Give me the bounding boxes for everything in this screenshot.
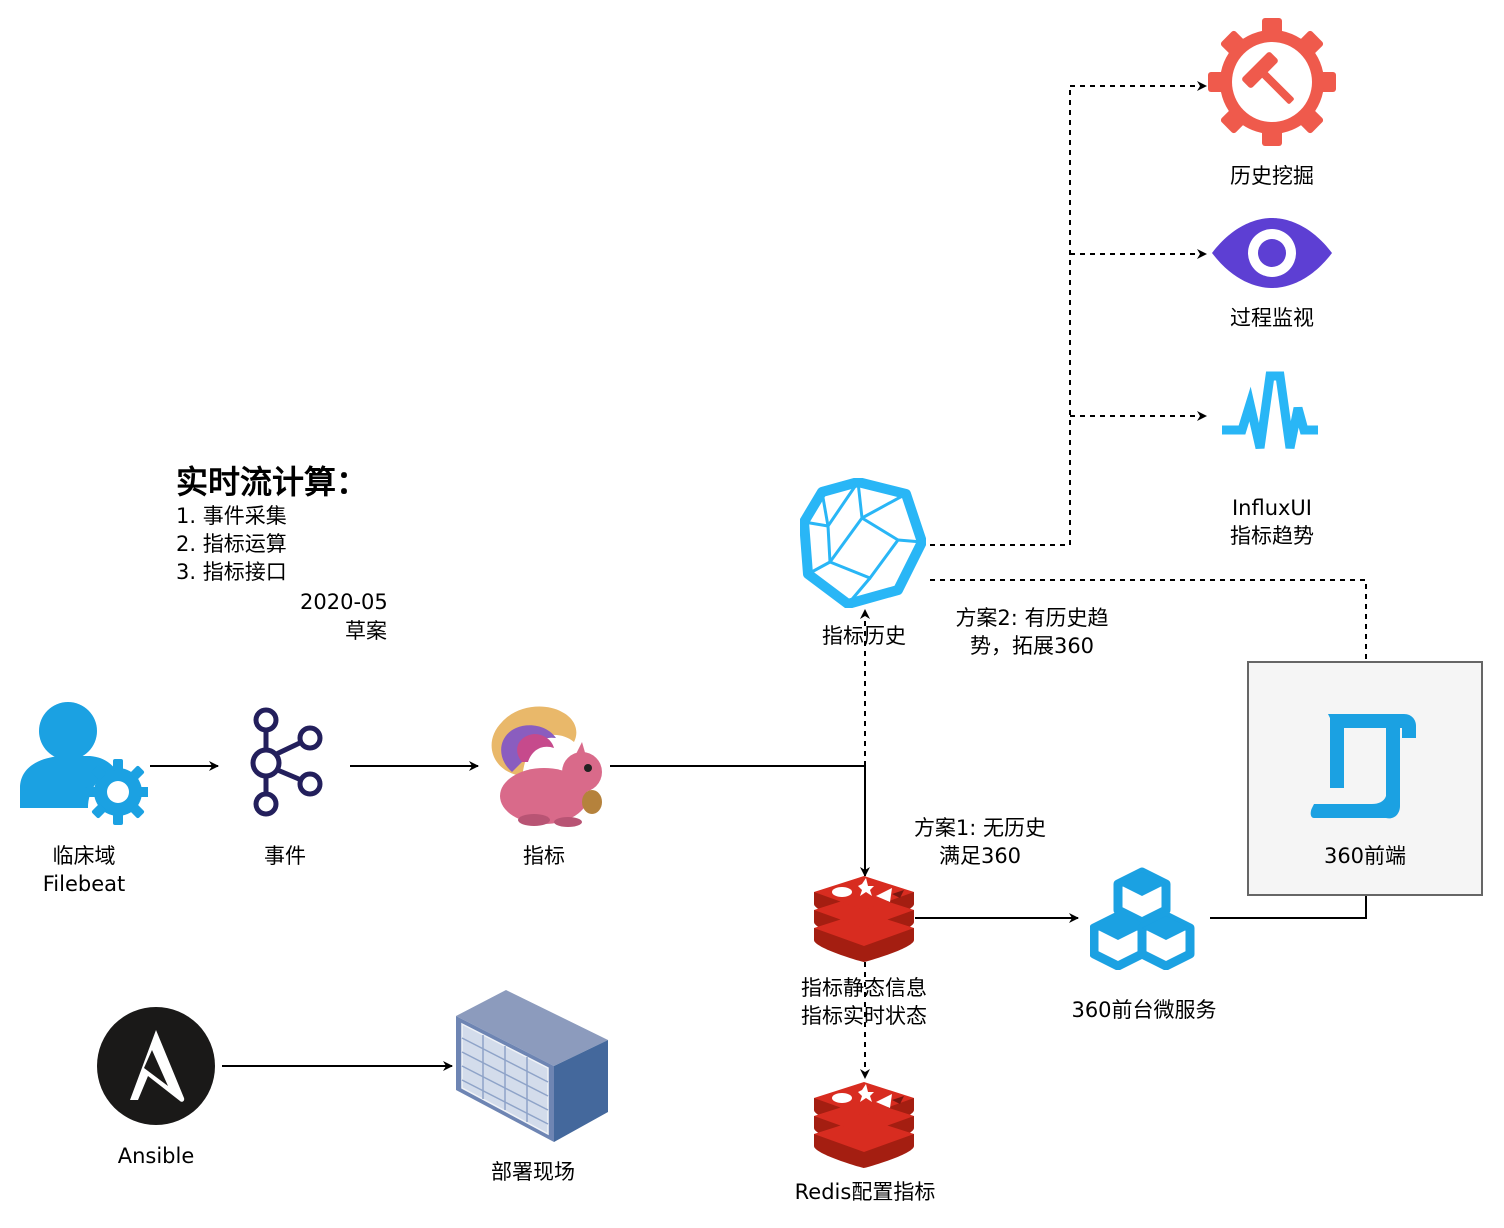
cubes-icon [1090, 867, 1195, 970]
plan2-annotation: 方案2: 有历史趋 势，拓展360 [940, 604, 1124, 660]
ansible-label: Ansible [117, 1144, 195, 1168]
plan1-annotation: 方案1: 无历史 满足360 [898, 814, 1062, 870]
server-rack-icon [456, 990, 608, 1142]
plan1-line2: 满足360 [938, 844, 1022, 868]
gear-hammer-icon [1208, 18, 1336, 146]
filebeat-label-line2: Filebeat [42, 872, 126, 896]
frontend-label: 360前端 [1323, 844, 1407, 868]
influxui-line1: InfluxUI [1231, 496, 1313, 520]
edge-flink-redis [610, 765, 870, 877]
influxdb-icon [800, 478, 926, 608]
history-label: 指标历史 [822, 624, 906, 648]
notes-date: 2020-05 [300, 590, 388, 614]
influxui-label: InfluxUI 指标趋势 [1210, 494, 1334, 550]
eye-icon [1212, 218, 1332, 288]
redis-state-line1: 指标静态信息 [801, 976, 927, 1000]
notes-title: 实时流计算： [176, 463, 369, 501]
flink-squirrel-icon [491, 706, 602, 827]
redis-state-label: 指标静态信息 指标实时状态 [784, 974, 944, 1030]
influxui-line2: 指标趋势 [1230, 524, 1314, 548]
microservice-label: 360前台微服务 [1071, 998, 1217, 1022]
frontend-icon [1310, 714, 1416, 819]
kafka-label: 事件 [264, 844, 306, 868]
redis-icon [814, 876, 914, 962]
flink-label: 指标 [523, 844, 565, 868]
plan2-line2: 势，拓展360 [969, 634, 1095, 658]
redis-config-label: Redis配置指标 [794, 1180, 936, 1204]
redis-state-line2: 指标实时状态 [801, 1004, 927, 1028]
notes-item: 3. 指标接口 [176, 560, 287, 584]
frontend-container [1247, 661, 1483, 896]
user-settings-icon [20, 702, 148, 825]
plan2-line1: 方案2: 有历史趋 [955, 606, 1109, 630]
edge-history-branch [930, 86, 1071, 546]
kafka-icon [250, 707, 323, 817]
monitor-label: 过程监视 [1230, 306, 1314, 330]
edge-history-frontend [930, 579, 1371, 699]
pulse-icon [1222, 371, 1318, 449]
notes-block: 实时流计算： 1. 事件采集 2. 指标运算 3. 指标接口 [176, 462, 368, 586]
mining-label: 历史挖掘 [1230, 164, 1314, 188]
plan1-line1: 方案1: 无历史 [913, 816, 1047, 840]
filebeat-label: 临床域 Filebeat [24, 842, 144, 898]
ansible-icon [97, 1007, 215, 1125]
notes-item: 2. 指标运算 [176, 532, 287, 556]
notes-status: 草案 [345, 619, 387, 643]
redis-icon [814, 1082, 914, 1168]
notes-item: 1. 事件采集 [176, 504, 287, 528]
deploy-label: 部署现场 [491, 1160, 575, 1184]
filebeat-label-line1: 临床域 [52, 844, 116, 868]
